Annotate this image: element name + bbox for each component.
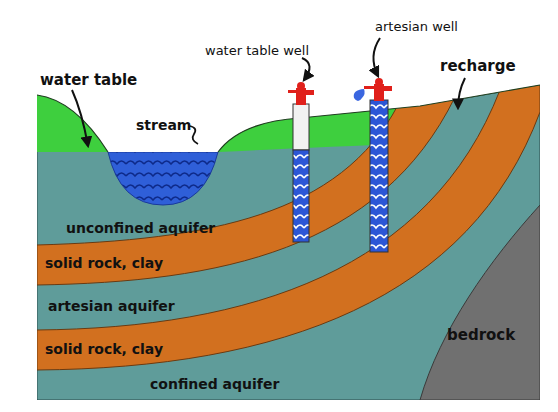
- leader-arrow: [373, 38, 380, 76]
- well-label: water table well: [205, 44, 309, 59]
- bedrock-fill: [420, 205, 540, 400]
- artesian-well-water: [370, 100, 388, 252]
- flowing-water: [354, 89, 365, 101]
- ground-surface: [37, 85, 540, 152]
- layer-label: unconfined aquifer: [66, 220, 215, 236]
- frame-mask-right: [540, 0, 558, 412]
- layer-label: artesian aquifer: [48, 298, 175, 314]
- pump-handle: [288, 90, 314, 95]
- well-casing: [293, 104, 309, 150]
- leader-arrow: [302, 58, 310, 80]
- layer-label: bedrock: [447, 327, 515, 344]
- frame-mask-bottom: [0, 400, 558, 412]
- feature-label: recharge: [440, 58, 516, 75]
- layer-label: confined aquifer: [150, 376, 279, 392]
- frame-mask-left: [0, 0, 37, 412]
- leader-arrow: [72, 90, 88, 146]
- artesian-pump-cap: [375, 78, 383, 86]
- well-label: artesian well: [375, 20, 458, 35]
- feature-label: stream: [136, 117, 191, 133]
- layer-label: water table: [40, 72, 137, 89]
- layer-label: solid rock, clay: [45, 341, 163, 357]
- well-water: [293, 150, 309, 242]
- stream-water: [108, 152, 218, 205]
- leader-arrow: [458, 78, 465, 108]
- artesian-pump-handle: [364, 86, 392, 91]
- pump-cap: [297, 82, 305, 90]
- layer-label: solid rock, clay: [45, 255, 163, 271]
- sky-mask: [0, 0, 558, 152]
